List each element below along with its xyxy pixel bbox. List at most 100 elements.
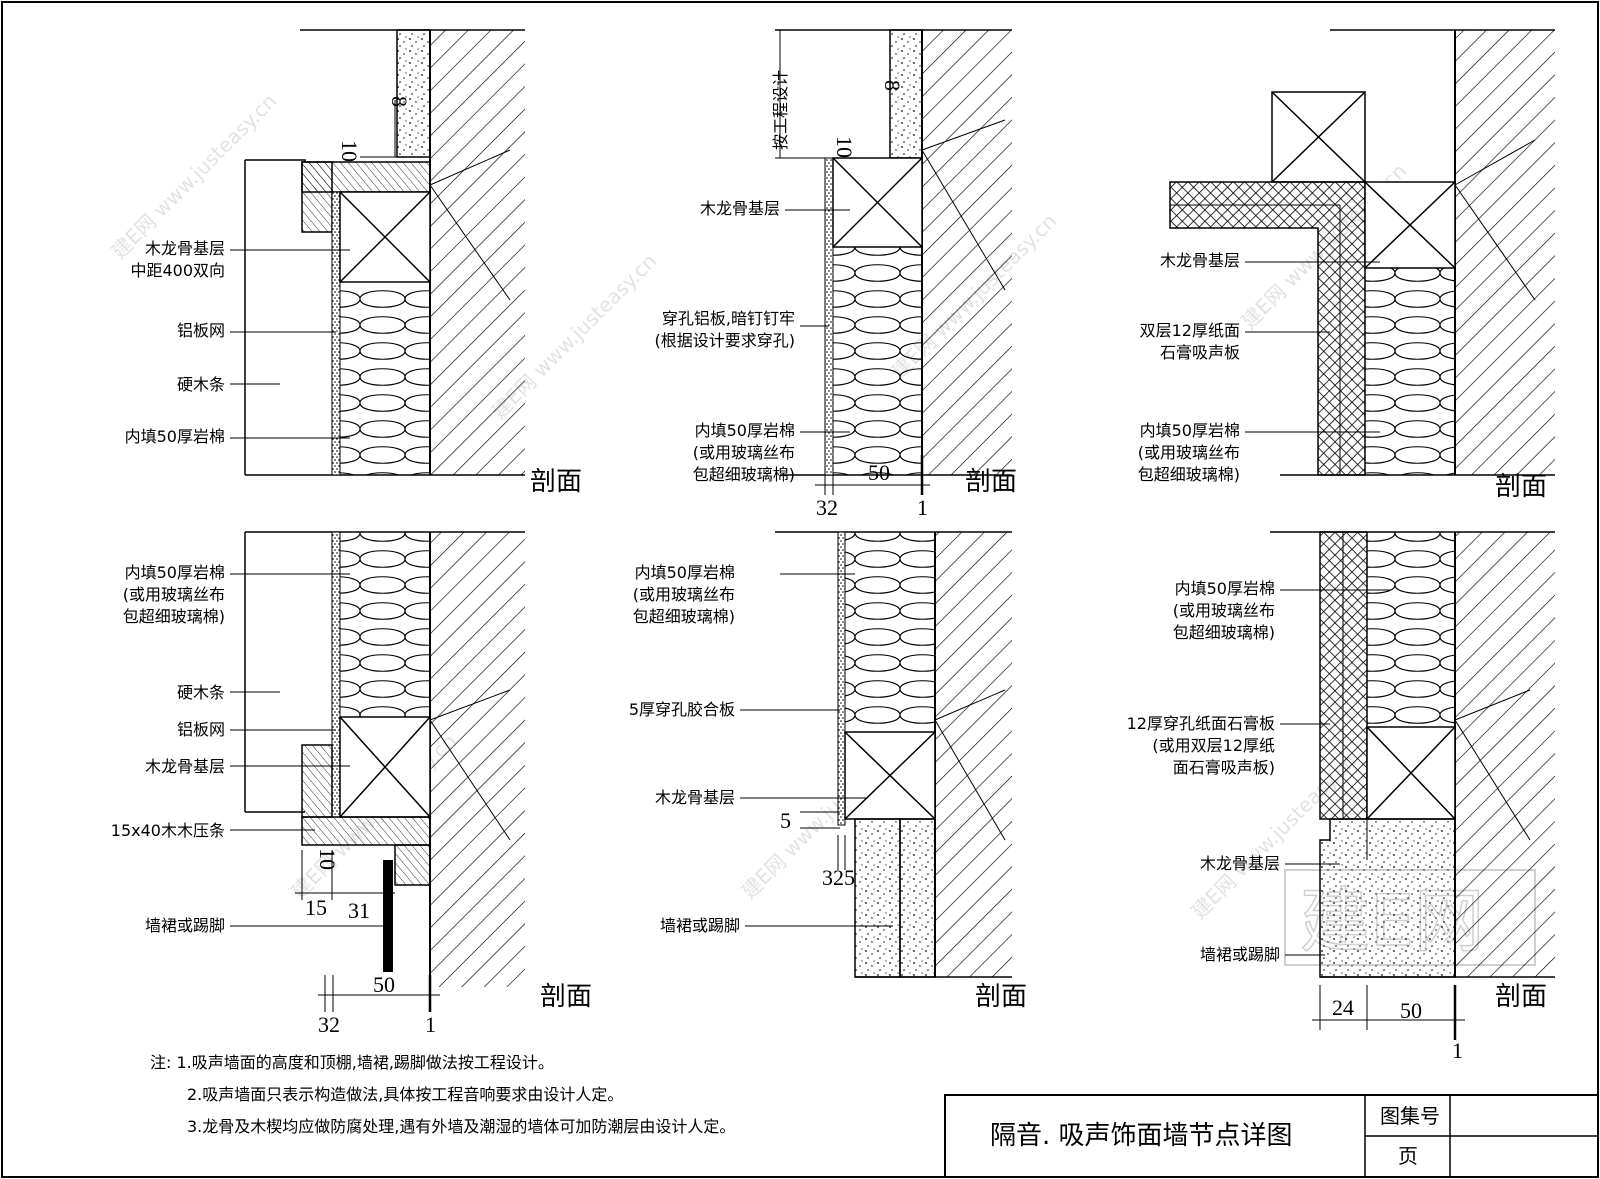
- label-perforated-gypsum: 12厚穿孔纸面石膏板: [1127, 714, 1275, 733]
- plaster-layer: [889, 29, 923, 159]
- watermark-text: 建E网 www.justeasy.cn: [107, 89, 282, 264]
- rock-wool: [339, 531, 431, 718]
- label-glass-cloth: (或用玻璃丝布: [633, 585, 735, 604]
- label-mesh: 铝板网: [177, 720, 225, 739]
- rock-wool: [1366, 531, 1456, 728]
- label-glass-cloth: (或用玻璃丝布: [123, 585, 225, 604]
- dim-8: 8: [880, 80, 905, 91]
- dim-5: 5: [780, 808, 791, 833]
- label-wood-joist: 木龙骨基层: [700, 199, 780, 218]
- metal-mesh: [331, 191, 341, 476]
- label-rockwool: 内填50厚岩棉: [125, 563, 225, 582]
- dim-10: 10: [337, 140, 362, 162]
- page-label: 页: [1398, 1144, 1418, 1168]
- label-skirting: 墙裙或踢脚: [145, 916, 225, 935]
- panel-6: 24 50 1 内填50厚岩棉 (或用玻璃丝布 包超细玻璃棉) 12厚穿孔纸面石…: [1127, 531, 1555, 1063]
- section-label: 剖面: [540, 982, 592, 1012]
- dim-325: 325: [822, 865, 855, 890]
- label-gypsum-2: 石膏吸声板: [1160, 343, 1240, 362]
- atlas-number-label: 图集号: [1380, 1104, 1440, 1128]
- skirting-plaster: [854, 818, 901, 978]
- rock-wool: [844, 531, 936, 733]
- label-spacing: 中距400双向: [130, 261, 225, 280]
- label-plywood: 5厚穿孔胶合板: [629, 700, 735, 719]
- drawing-title: 隔音. 吸声饰面墙节点详图: [990, 1121, 1293, 1151]
- title-block: 隔音. 吸声饰面墙节点详图 图集号 页: [944, 1094, 1599, 1178]
- hardwood-strip: [301, 744, 333, 818]
- label-rockwool: 内填50厚岩棉: [1140, 421, 1240, 440]
- label-wood-joist: 木龙骨基层: [655, 788, 735, 807]
- label-wood-joist: 木龙骨基层: [1160, 251, 1240, 270]
- label-glass-wool: 包超细玻璃棉): [693, 465, 795, 484]
- label-batten: 15x40木木压条: [111, 821, 225, 840]
- skirting: [383, 860, 393, 972]
- rock-wool: [832, 246, 923, 476]
- label-gypsum-alt-2: 面石膏吸声板): [1173, 758, 1275, 777]
- dim-31: 31: [348, 898, 370, 923]
- plaster-layer: [396, 29, 431, 158]
- label-hardwood: 硬木条: [177, 683, 225, 702]
- rock-wool: [339, 281, 431, 476]
- label-glass-cloth: (或用玻璃丝布: [693, 443, 795, 462]
- label-perforated-al: 穿孔铝板,暗钉钉牢: [662, 309, 795, 328]
- dim-24: 24: [1332, 995, 1354, 1020]
- note-1: 注: 1.吸声墙面的高度和顶棚,墙裙,踢脚做法按工程设计。: [150, 1053, 554, 1072]
- wood-batten: [301, 816, 431, 846]
- label-rockwool: 内填50厚岩棉: [1175, 579, 1275, 598]
- wall-hatch: [1455, 532, 1555, 977]
- label-rockwool: 内填50厚岩棉: [635, 563, 735, 582]
- section-label: 剖面: [530, 467, 582, 497]
- dim-1: 1: [1452, 1038, 1463, 1063]
- label-mesh: 铝板网: [177, 321, 225, 340]
- label-glass-wool: 包超细玻璃棉): [1173, 623, 1275, 642]
- note-2: 2.吸声墙面只表示构造做法,具体按工程音响要求由设计人定。: [187, 1085, 623, 1104]
- dim-50: 50: [373, 972, 395, 997]
- skirting-plaster: [1319, 818, 1456, 978]
- rock-wool: [1364, 267, 1456, 476]
- section-label: 剖面: [1495, 472, 1547, 502]
- dim-1: 1: [425, 1012, 436, 1037]
- dim-15: 15: [305, 895, 327, 920]
- panel-5: 5 325 内填50厚岩棉 (或用玻璃丝布 包超细玻璃棉) 5厚穿孔胶合板 木龙…: [629, 531, 1027, 1012]
- label-glass-cloth: (或用玻璃丝布: [1173, 601, 1275, 620]
- dim-by-design: 按工程设计: [771, 70, 790, 150]
- label-glass-wool: 包超细玻璃棉): [1138, 465, 1240, 484]
- panel-2: 按工程设计 8 10 50 32 1 木龙骨基层 穿孔铝板,暗钉钉牢 (根据设计…: [655, 29, 1017, 520]
- note-3: 3.龙骨及木楔均应做防腐处理,遇有外墙及潮湿的墙体可加防潮层由设计人定。: [187, 1117, 735, 1136]
- label-rockwool: 内填50厚岩棉: [695, 421, 795, 440]
- label-rockwool: 内填50厚岩棉: [125, 427, 225, 446]
- section-label: 剖面: [1495, 982, 1547, 1012]
- dim-10: 10: [832, 136, 857, 158]
- panel-4: 10 15 31 50 32 1 内填50厚岩棉 (或用玻璃丝布 包超细玻璃棉)…: [111, 531, 592, 1037]
- label-glass-cloth: (或用玻璃丝布: [1138, 443, 1240, 462]
- label-hardwood: 硬木条: [177, 375, 225, 394]
- wall-hatch: [935, 532, 1012, 977]
- dim-32: 32: [816, 495, 838, 520]
- wall-hatch: [430, 532, 525, 987]
- wall-hatch: [922, 30, 1012, 475]
- notes: 注: 1.吸声墙面的高度和顶棚,墙裙,踢脚做法按工程设计。 2.吸声墙面只表示构…: [150, 1053, 735, 1136]
- dim-8: 8: [387, 96, 412, 107]
- label-skirting: 墙裙或踢脚: [660, 916, 740, 935]
- section-label: 剖面: [965, 467, 1017, 497]
- dim-32: 32: [318, 1012, 340, 1037]
- section-label: 剖面: [975, 982, 1027, 1012]
- label-glass-wool: 包超细玻璃棉): [633, 607, 735, 626]
- label-gypsum: 双层12厚纸面: [1140, 321, 1240, 340]
- dim-1: 1: [917, 495, 928, 520]
- metal-mesh: [331, 531, 341, 818]
- label-glass-wool: 包超细玻璃棉): [123, 607, 225, 626]
- panel-3: 木龙骨基层 双层12厚纸面 石膏吸声板 内填50厚岩棉 (或用玻璃丝布 包超细玻…: [1138, 29, 1555, 502]
- panel-1: 8 10 木龙骨基层 中距400双向 铝板网 硬木条 内填50厚岩棉 剖面: [125, 29, 582, 497]
- label-wood-joist: 木龙骨基层: [145, 239, 225, 258]
- dim-50: 50: [868, 460, 890, 485]
- perforated-aluminium: [824, 157, 834, 476]
- label-wood-joist: 木龙骨基层: [145, 757, 225, 776]
- label-skirting: 墙裙或踢脚: [1200, 945, 1280, 964]
- perforated-plywood: [837, 531, 846, 826]
- dim-10: 10: [315, 848, 340, 870]
- label-gypsum-alt: (或用双层12厚纸: [1152, 736, 1275, 755]
- label-wood-joist: 木龙骨基层: [1200, 854, 1280, 873]
